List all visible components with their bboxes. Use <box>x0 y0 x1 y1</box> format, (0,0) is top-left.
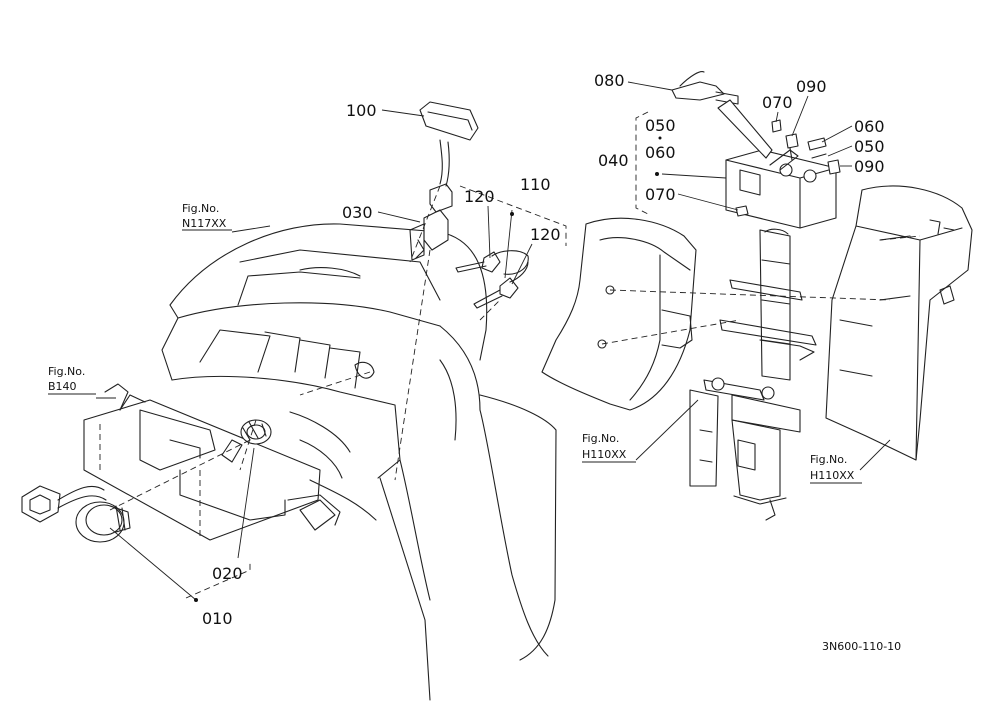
label-070-top: 070 <box>762 93 793 112</box>
group-brackets <box>185 111 649 599</box>
label-020: 020 <box>212 564 243 583</box>
group-dots <box>194 136 662 602</box>
dash-cover-panel <box>161 223 557 701</box>
keys-120 <box>455 250 529 309</box>
column-cover-right <box>825 185 973 461</box>
key-switch-030 <box>409 183 453 261</box>
drawing-code: 3N600-110-10 <box>822 640 901 653</box>
label-120-upper: 120 <box>464 187 495 206</box>
meter-panel-100 <box>419 101 479 187</box>
light-switch-010 <box>21 485 131 543</box>
label-120-lower: 120 <box>530 225 561 244</box>
label-080: 080 <box>594 71 625 90</box>
label-050-group: 050 <box>645 116 676 135</box>
leader-lines <box>96 81 891 601</box>
fig-ref-n117-line1: Fig.No. <box>182 202 219 215</box>
part-labels: 100 030 110 120 120 020 010 080 090 070 … <box>202 71 885 628</box>
label-060-group: 060 <box>645 143 676 162</box>
fig-ref-h110-left-line1: Fig.No. <box>582 432 619 445</box>
label-090-top: 090 <box>796 77 827 96</box>
label-100: 100 <box>346 101 377 120</box>
label-050-right: 050 <box>854 137 885 156</box>
ring-nut-020 <box>240 419 272 445</box>
steering-column <box>689 228 817 521</box>
fig-ref-h110-left-line2: H110XX <box>582 448 627 461</box>
fig-ref-h110-right-line1: Fig.No. <box>810 453 847 466</box>
lever-cap-080 <box>671 71 773 159</box>
label-060-right: 060 <box>854 117 885 136</box>
screws <box>735 119 841 217</box>
label-070-group: 070 <box>645 185 676 204</box>
figure-references: Fig.No. N117XX Fig.No. B140 Fig.No. H110… <box>48 202 862 484</box>
fig-ref-b140-line2: B140 <box>48 380 77 393</box>
column-cover-left <box>541 217 697 411</box>
label-110: 110 <box>520 175 551 194</box>
assembly-lines <box>99 185 921 540</box>
label-010: 010 <box>202 609 233 628</box>
combination-switch-040 <box>725 149 837 229</box>
label-030: 030 <box>342 203 373 222</box>
switch-bracket <box>83 383 336 541</box>
fig-ref-n117-line2: N117XX <box>182 217 227 230</box>
fig-ref-b140-line1: Fig.No. <box>48 365 85 378</box>
fig-ref-h110-right-line2: H110XX <box>810 469 855 482</box>
label-090-right: 090 <box>854 157 885 176</box>
label-040: 040 <box>598 151 629 170</box>
